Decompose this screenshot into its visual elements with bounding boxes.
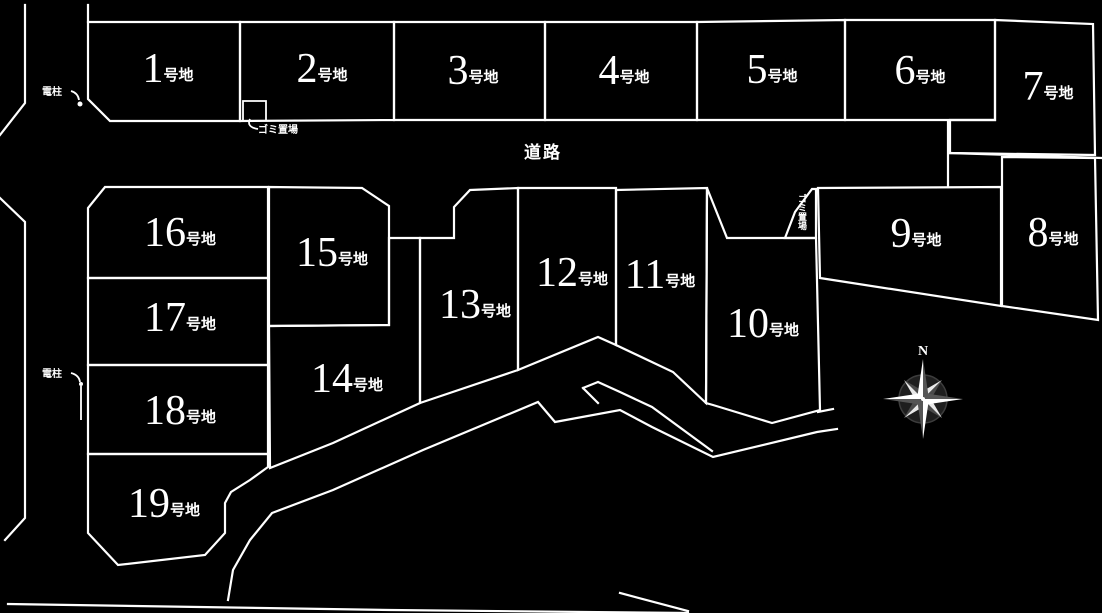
lot-4-label: 4号地	[598, 48, 649, 94]
lot-12-label: 12号地	[536, 250, 608, 296]
lot-18-label: 18号地	[144, 388, 216, 434]
lot-10-label: 10号地	[727, 301, 799, 347]
lot-17-label: 17号地	[144, 295, 216, 341]
lot-1-label: 1号地	[142, 46, 193, 92]
compass-rose: N	[883, 344, 963, 439]
lot-9-label: 9号地	[890, 211, 941, 257]
lot-16-label: 16号地	[144, 210, 216, 256]
lot-8-label: 8号地	[1027, 210, 1078, 256]
utility-pole-leader-top	[70, 90, 80, 101]
diagonal-road-lower-edge	[226, 400, 839, 602]
lot-19-label: 19号地	[128, 481, 200, 527]
diagonal-road-center-line	[581, 380, 714, 453]
lot-10-shape	[704, 187, 822, 425]
lot-9-shape	[816, 185, 1003, 308]
garbage-label-leader-top	[248, 118, 259, 130]
road-boundary-lines	[0, 3, 1102, 613]
garbage-area-pentagon-right	[783, 187, 818, 240]
lot-shapes	[86, 18, 1100, 567]
lot-5-label: 5号地	[746, 47, 797, 93]
bottom-boundary-line	[6, 591, 690, 613]
lot-labels: 1号地 2号地 3号地 4号地 5号地 6号地 7号地 8号地 9号地 10号地…	[128, 46, 1079, 527]
compass-cardinal-points	[883, 359, 963, 439]
lot-15-label: 15号地	[296, 230, 368, 276]
top-street-right-closure	[946, 120, 1102, 189]
garbage-area-box-top	[242, 100, 267, 120]
lot-14-shape	[267, 236, 422, 470]
utility-pole-label-bottom: 電柱	[42, 367, 62, 380]
lot-14-label: 14号地	[311, 356, 383, 402]
utility-pole-dot-top	[77, 101, 83, 107]
lot-13-label: 13号地	[439, 282, 511, 328]
utility-pole-marker-top	[70, 90, 83, 107]
compass-center-dot	[921, 397, 925, 401]
lot-2-label: 2号地	[296, 46, 347, 92]
lot-19-shape	[86, 452, 270, 567]
lot-6-label: 6号地	[894, 48, 945, 94]
lot-1-shape	[86, 20, 242, 123]
north-label: N	[918, 344, 928, 359]
left-street-lines	[0, 3, 90, 542]
utility-pole-leader-bottom	[70, 372, 81, 383]
lot-7-label: 7号地	[1022, 64, 1073, 110]
road-label: 道路	[524, 142, 562, 163]
lot-3-label: 3号地	[447, 48, 498, 94]
lot-11-label: 11号地	[625, 252, 695, 298]
utility-pole-marker-bottom	[70, 372, 83, 420]
utility-pole-dot-bottom	[79, 382, 83, 386]
road-stub-right-of-lot10	[816, 407, 835, 414]
garbage-label-right-vertical: ゴミ置場	[796, 193, 807, 231]
utility-pole-label-top: 電柱	[42, 85, 62, 98]
garbage-label-top: ゴミ置場	[258, 123, 298, 136]
